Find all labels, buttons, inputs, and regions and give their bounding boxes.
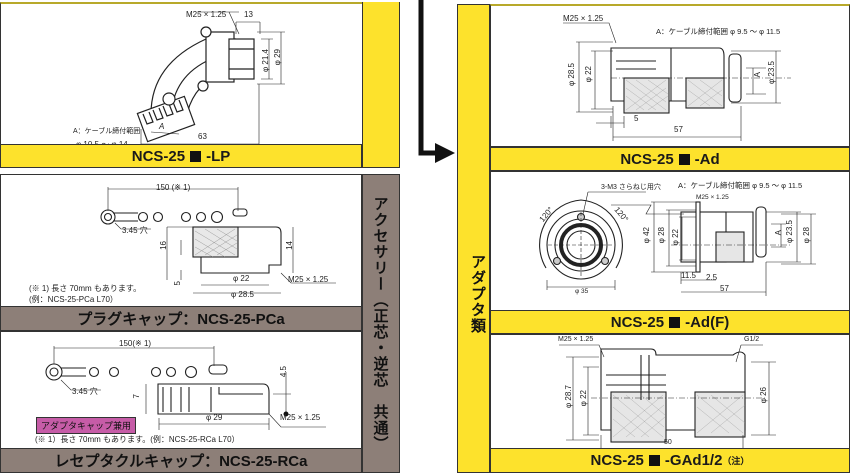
lp-thread-dim: M25 × 1.25	[186, 10, 227, 19]
variant-square-icon	[190, 150, 202, 162]
ad-235-dim: φ 23.5	[767, 61, 776, 84]
plug-cap-panel: 150 (※ 1) 3.45 穴 16 5 14 φ 22 φ 28.5 M25…	[0, 174, 362, 332]
gad-title-prefix: NCS-25	[590, 452, 644, 469]
ad-title-suffix: -Ad	[694, 150, 720, 168]
adf-drawing	[539, 191, 816, 296]
plug-cap-22-dim: φ 22	[233, 274, 250, 283]
variant-square-icon	[669, 316, 681, 328]
adf-42-dim: φ 42	[642, 227, 651, 244]
plug-cap-note-1: (※ 1) 長さ 70mm もあります。	[29, 284, 142, 293]
lp-title-bar: NCS-25 -LP	[0, 144, 362, 168]
plug-cap-drawing	[100, 187, 336, 294]
adf-35-dim: φ 35	[575, 288, 589, 295]
receptacle-cap-45-dim: 4.5	[279, 366, 288, 378]
adapter-cap-shared-badge: アダプタキャップ兼用	[36, 417, 137, 434]
gad-title-suffix: -GAd1/2	[664, 452, 723, 469]
gad-26-dim: φ 26	[759, 387, 768, 404]
adf-thread-dim: M25 × 1.25	[696, 194, 729, 201]
lp-side-column	[362, 2, 400, 168]
gad-drawing	[559, 344, 776, 455]
gad-g12-dim: G1/2	[744, 336, 760, 343]
gad-287-dim: φ 28.7	[564, 385, 573, 408]
ad-285-dim: φ 28.5	[567, 63, 576, 86]
lp-29-dim: φ 29	[273, 49, 282, 66]
ad-title-bar: NCS-25 -Ad	[490, 147, 850, 171]
plug-cap-5-dim: 5	[173, 281, 182, 286]
ad-22-dim: φ 22	[584, 66, 593, 83]
gad-title-bar: NCS-25 -GAd1/2 （注）	[490, 448, 850, 473]
adf-title-suffix: -Ad(F)	[685, 313, 730, 331]
gad-thread-dim: M25 × 1.25	[558, 336, 594, 343]
receptacle-cap-title-bar: レセプタクルキャップ：NCS-25-RCa	[0, 448, 362, 473]
plug-cap-hole-dim: 3.45 穴	[122, 226, 148, 235]
adf-title-prefix: NCS-25	[610, 313, 665, 331]
lp-title-suffix: -LP	[206, 147, 231, 165]
gad-title-note: （注）	[722, 457, 750, 467]
flow-arrow-icon	[418, 0, 455, 163]
accessory-side-column: アクセサリー（正芯・逆芯 共通）	[362, 174, 400, 473]
lp-title-prefix: NCS-25	[131, 147, 186, 165]
adf-115-dim: 11.5	[681, 271, 696, 280]
receptacle-cap-title: レセプタクルキャップ：NCS-25-RCa	[54, 453, 308, 470]
adf-cable-dim: A：ケーブル締付範囲 φ 9.5 〜 φ 11.5	[678, 181, 803, 190]
ad-title-prefix: NCS-25	[620, 150, 674, 168]
plug-cap-note-2: (例：NCS-25-PCa L70）	[29, 295, 118, 304]
plug-cap-14-dim: 14	[285, 241, 294, 250]
variant-square-icon	[648, 455, 660, 466]
ad-thread-dim: M25 × 1.25	[563, 14, 604, 23]
receptacle-cap-note: (※ 1）長さ 70mm もあります。(例：NCS-25-RCa L70）	[35, 435, 240, 444]
gad-22-dim: φ 22	[579, 390, 588, 407]
receptacle-cap-7-dim: 7	[132, 394, 141, 399]
adf-title-bar: NCS-25 -Ad(F)	[490, 310, 850, 334]
adf-22-dim: φ 22	[671, 229, 680, 246]
plug-cap-title: プラグキャップ：NCS-25-PCa	[77, 311, 285, 328]
ad-panel: M25 × 1.25 A：ケーブル締付範囲 φ 9.5 〜 φ 11.5 φ 2…	[490, 4, 850, 147]
adapter-side-label: アダプタ類	[469, 253, 487, 334]
plug-cap-title-bar: プラグキャップ：NCS-25-PCa	[0, 306, 362, 331]
ad-5-dim: 5	[634, 114, 639, 123]
adf-a-dim: A	[774, 230, 783, 236]
accessory-side-label: アクセサリー（正芯・逆芯 共通）	[371, 195, 390, 452]
lp-214-dim: φ 21.4	[261, 49, 270, 72]
receptacle-cap-drawing	[45, 346, 326, 430]
plug-cap-285-dim: φ 28.5	[231, 290, 254, 299]
adf-235-dim: φ 23.5	[785, 220, 794, 243]
lp-panel: M25 × 1.25 13 φ 21.4 φ 29 A 63 A：ケーブル締付範…	[0, 2, 400, 168]
adf-28b-dim: φ 28	[802, 227, 811, 244]
lp-63-dim: 63	[198, 132, 207, 141]
ad-cable-dim: A：ケーブル締付範囲 φ 9.5 〜 φ 11.5	[656, 27, 781, 36]
adf-28a-dim: φ 28	[657, 227, 666, 244]
ad-57-dim: 57	[674, 125, 683, 134]
lp-cable-label: A：ケーブル締付範囲	[73, 128, 141, 135]
plug-cap-thread-dim: M25 × 1.25	[288, 275, 329, 284]
adf-screw-dim: 3-M3 さらねじ用穴	[601, 184, 661, 191]
adapter-side-column: アダプタ類	[457, 4, 490, 473]
adf-25-dim: 2.5	[706, 273, 718, 282]
receptacle-cap-hole-dim: 3.45 穴	[72, 387, 98, 396]
adf-panel: 3-M3 さらねじ用穴 A：ケーブル締付範囲 φ 9.5 〜 φ 11.5 M2…	[490, 171, 850, 311]
lp-drawing	[136, 11, 285, 145]
variant-square-icon	[678, 153, 690, 165]
adf-57-dim: 57	[720, 284, 729, 293]
receptacle-cap-length-dim: 150(※ 1)	[119, 339, 152, 348]
lp-13-dim: 13	[244, 10, 253, 19]
receptacle-cap-thread-dim: M25 × 1.25	[280, 413, 321, 422]
gad-50-dim: 50	[664, 439, 672, 446]
plug-cap-16-dim: 16	[159, 241, 168, 250]
receptacle-cap-29-dim: φ 29	[206, 413, 223, 422]
lp-a-dim: A	[159, 122, 165, 131]
ad-drawing	[563, 22, 791, 141]
ad-a-dim: A	[753, 72, 762, 78]
plug-cap-length-dim: 150 (※ 1)	[156, 183, 191, 192]
